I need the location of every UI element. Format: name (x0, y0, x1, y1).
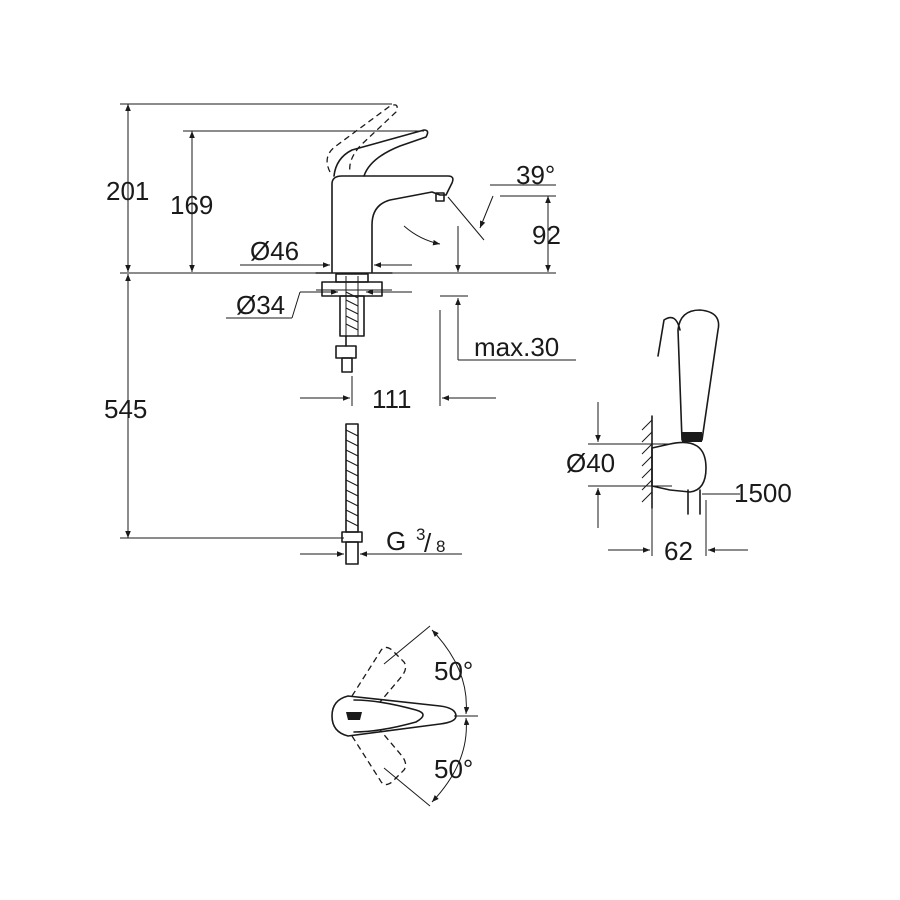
mounting-assembly (316, 273, 392, 373)
lever-raised-outline (326, 104, 398, 173)
label-hole-diameter: Ø34 (236, 290, 285, 320)
label-thread-num: 3 (416, 525, 425, 544)
dimension-labels: 201 169 39° 92 Ø46 Ø34 max.30 111 545 G … (104, 160, 792, 784)
label-thread-slash: / (424, 528, 432, 558)
lever-rotated-right (351, 729, 407, 786)
label-thread: G (386, 526, 406, 556)
shower-holder (651, 441, 707, 493)
faucet-body (331, 175, 454, 273)
label-spout-angle: 39° (516, 160, 555, 190)
label-spout-height: 169 (170, 190, 213, 220)
faucet-top-view (331, 625, 478, 807)
label-max-thickness: max.30 (474, 332, 559, 362)
label-base-diameter: Ø46 (250, 236, 299, 266)
label-projection: 111 (372, 384, 412, 414)
lever-rotated-left (351, 646, 407, 703)
faucet-side-view (315, 104, 454, 565)
label-angle-right: 50° (434, 754, 473, 784)
label-angle-left: 50° (434, 656, 473, 686)
label-shower-hose: 1500 (734, 478, 792, 508)
label-holder-diameter: Ø40 (566, 448, 615, 478)
flex-hose (341, 423, 363, 565)
label-thread-den: 8 (436, 537, 445, 556)
hand-shower-assembly (588, 309, 748, 556)
lever-handle (333, 129, 429, 177)
label-outlet-height: 92 (532, 220, 561, 250)
label-hose-length: 545 (104, 394, 147, 424)
label-total-height: 201 (106, 176, 149, 206)
spout-tip (435, 192, 445, 202)
shower-head (677, 309, 720, 441)
label-holder-depth: 62 (664, 536, 693, 566)
dimension-lines (120, 103, 576, 557)
